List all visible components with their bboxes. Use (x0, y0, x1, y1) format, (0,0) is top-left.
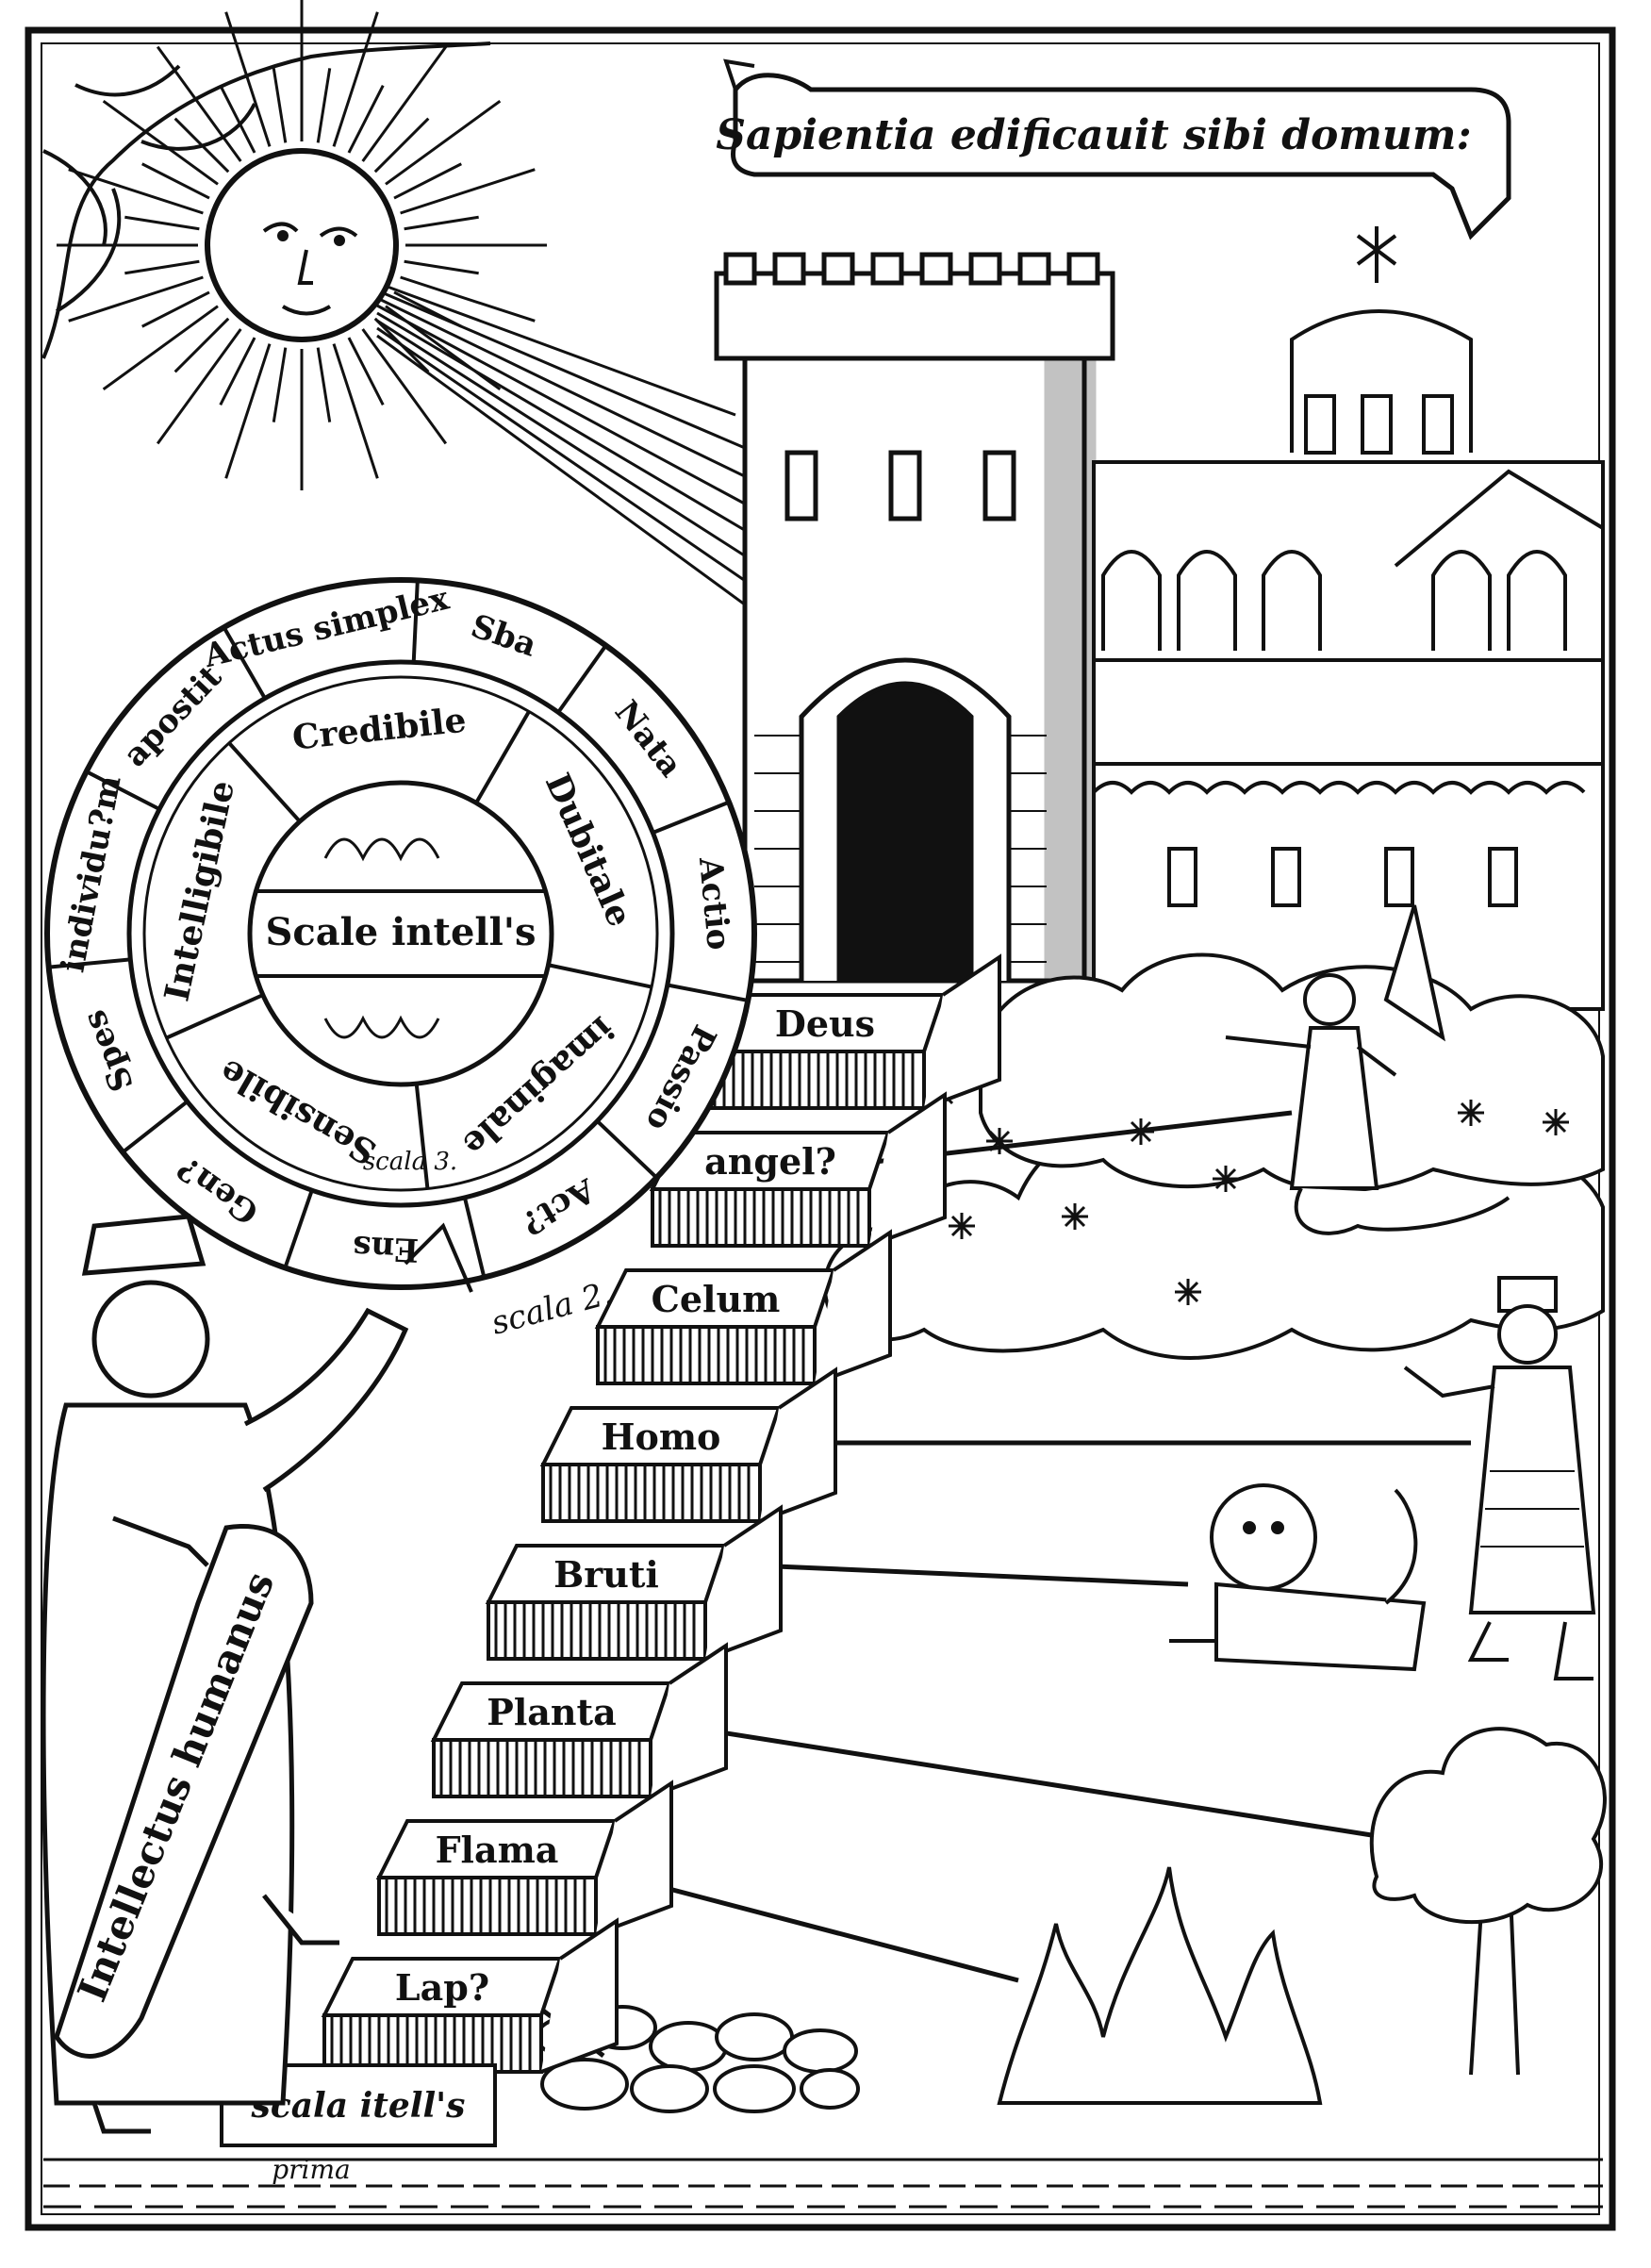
stair-step: Planta (430, 1642, 728, 1798)
stair-label: Bruti (553, 1553, 659, 1596)
stair-step: Homo (539, 1366, 837, 1523)
cloud-top-left (41, 41, 491, 359)
ground-hatching (43, 2158, 1603, 2209)
stair-label: Flama (436, 1829, 559, 1871)
stair-step: Flama (375, 1780, 673, 1936)
palace (1092, 226, 1605, 1011)
stair-step: angel? (649, 1091, 947, 1248)
stair-step: Bruti (485, 1504, 783, 1661)
stair-label: Celum (652, 1278, 781, 1320)
tower (714, 252, 1115, 984)
stair-label: Deus (775, 1002, 875, 1045)
tree-figure (1369, 1727, 1607, 2076)
fire-figure (997, 1866, 1323, 2105)
pointing-hand (404, 1222, 473, 1293)
wheel-center-label: Scale intell's (265, 910, 536, 954)
stair-step: Deus (703, 953, 1001, 1110)
base-label: scala itell's (251, 2086, 466, 2126)
angel-figure (1225, 904, 1511, 1235)
motto-text: Sapientia edificauit sibi domum: (716, 111, 1471, 159)
stair-label: Planta (487, 1691, 616, 1733)
stair-step: Lap? (321, 1917, 619, 2074)
stair-step: Celum (594, 1229, 892, 1385)
wheel-center-sub: scala 3. (363, 1148, 457, 1176)
stair-label: Lap? (395, 1966, 489, 2009)
motto-banner: Sapientia edificauit sibi domum: (716, 58, 1511, 240)
stair-label: angel? (704, 1140, 836, 1183)
wheel-outer-label: Actio (691, 854, 737, 952)
lion-figure (1169, 1483, 1427, 1672)
sun-icon (57, 0, 802, 648)
man-figure-right (1403, 1276, 1596, 1680)
wheel-outer-label: Ens (352, 1228, 420, 1268)
stair-label: Homo (602, 1415, 721, 1458)
border-frame (25, 26, 1616, 2231)
base-label-box: scala itell's prima (220, 2063, 497, 2185)
